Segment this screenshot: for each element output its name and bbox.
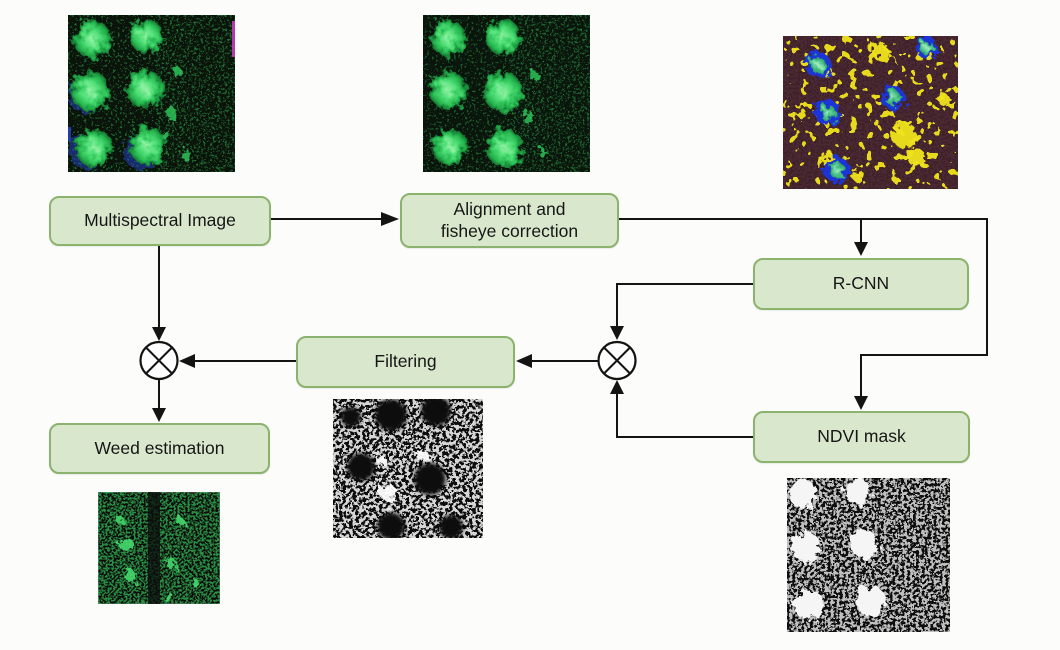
removed-plant-holes — [341, 399, 463, 538]
weed-estimation-image — [98, 492, 220, 604]
arrowhead — [610, 326, 624, 340]
node-label-line2: fisheye correction — [440, 220, 579, 241]
node-label: R-CNN — [832, 273, 890, 294]
node-label: Filtering — [374, 351, 437, 372]
arrowhead — [854, 396, 868, 410]
node-weed-estimation: Weed estimation — [49, 423, 270, 474]
filtering-result-thumbnail — [333, 399, 483, 538]
aligned-multispectral-thumbnail — [423, 15, 590, 172]
node-ndvi-mask: NDVI mask — [753, 411, 970, 463]
node-multispectral-image: Multispectral Image — [49, 196, 271, 246]
rcnn-detection-image — [783, 36, 958, 189]
rcnn-detection-thumbnail — [783, 36, 958, 189]
plant-blobs — [429, 19, 524, 167]
raw-multispectral-thumbnail — [68, 15, 235, 172]
left-multiply-icon — [139, 340, 179, 381]
arrowhead — [516, 354, 532, 368]
arrowhead — [854, 242, 868, 256]
edge-ndvi-to-right-multiply — [616, 392, 753, 438]
detected-plants — [810, 41, 934, 178]
weed-estimation-thumbnail — [98, 492, 220, 604]
node-label: NDVI mask — [817, 426, 906, 447]
right-multiply-icon — [597, 340, 637, 381]
ndvi-mask-image — [787, 478, 950, 632]
filtering-result-image — [333, 399, 483, 538]
plant-mask-blobs — [789, 478, 886, 620]
ndvi-mask-thumbnail — [787, 478, 950, 632]
node-label: Multispectral Image — [84, 210, 236, 231]
node-rcnn: R-CNN — [753, 258, 969, 310]
weed-speckles — [116, 516, 200, 602]
arrowhead — [610, 380, 624, 394]
node-label: Weed estimation — [94, 437, 225, 458]
plant-blobs — [70, 19, 167, 167]
arrowhead — [381, 212, 399, 226]
aligned-multispectral-image — [423, 15, 590, 172]
raw-multispectral-image — [68, 15, 235, 172]
magenta-edge-artifact — [232, 21, 235, 57]
arrowhead — [179, 354, 195, 368]
arrowhead — [152, 408, 166, 422]
edge-rcnn-to-right-multiply — [616, 283, 753, 328]
arrowhead — [152, 327, 166, 341]
node-label-line1: Alignment and — [453, 199, 566, 220]
node-filtering: Filtering — [296, 336, 515, 388]
node-alignment-fisheye-correction: Alignment and fisheye correction — [400, 193, 619, 248]
